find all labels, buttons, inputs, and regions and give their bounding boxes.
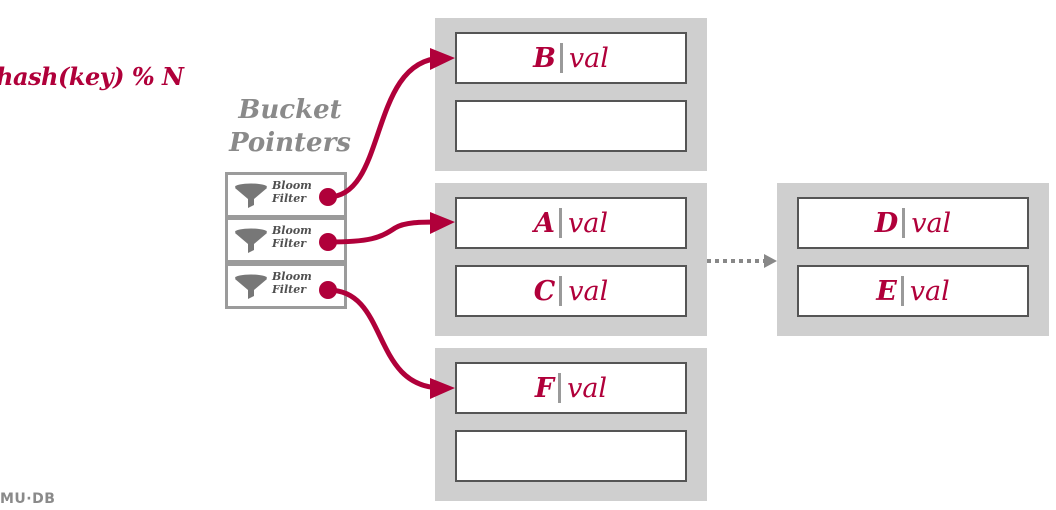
bucket-slot: E val — [797, 265, 1029, 317]
funnel-icon — [235, 274, 267, 299]
slot-value: val — [568, 42, 609, 74]
bloom-filter-label: Bloom Filter — [272, 224, 312, 250]
bucket-1: B val — [435, 18, 707, 171]
bucket-slot: D val — [797, 197, 1029, 249]
slot-separator — [558, 373, 562, 403]
bucket-slot: F val — [455, 362, 687, 414]
slot-key: E — [876, 275, 897, 307]
slot-separator — [558, 208, 562, 238]
bucket-2: A val C val — [435, 183, 707, 336]
bloom-filter-label: Bloom Filter — [272, 270, 312, 296]
slot-separator — [900, 276, 904, 306]
slot-value: val — [568, 275, 609, 307]
bucket-3: F val — [435, 348, 707, 501]
slot-key: F — [534, 372, 555, 404]
pointer-row-1: Bloom Filter — [228, 175, 344, 215]
arrow-to-bucket-1 — [319, 48, 455, 206]
slot-separator — [559, 276, 563, 306]
bucket-pointers-title-line1: Bucket — [238, 95, 342, 125]
slot-separator — [559, 43, 563, 73]
bucket-slot: A val — [455, 197, 687, 249]
funnel-icon — [235, 183, 267, 208]
slot-value: val — [567, 207, 608, 239]
arrow-to-bucket-2 — [319, 212, 455, 251]
bucket-slot: C val — [455, 265, 687, 317]
hash-function-label: hash(key) % N — [0, 62, 184, 91]
bucket-pointers-title: Bucket Pointers — [210, 94, 370, 160]
arrow-to-bucket-3 — [319, 281, 455, 399]
overflow-bucket: D val E val — [777, 183, 1049, 336]
bucket-pointers-title-line2: Pointers — [229, 128, 351, 158]
bloom-filter-label: Bloom Filter — [272, 179, 312, 205]
slot-value: val — [909, 275, 950, 307]
slot-key: D — [874, 207, 899, 239]
slot-key: C — [533, 275, 556, 307]
slot-value: val — [911, 207, 952, 239]
bucket-slot-empty — [455, 100, 687, 152]
slot-value: val — [567, 372, 608, 404]
overflow-link-arrow — [707, 254, 777, 268]
footer-logo: MU·DB — [0, 491, 56, 507]
slot-key: A — [534, 207, 555, 239]
slot-key: B — [533, 42, 556, 74]
funnel-icon — [235, 228, 267, 253]
bucket-slot: B val — [455, 32, 687, 84]
slot-separator — [902, 208, 906, 238]
bucket-slot-empty — [455, 430, 687, 482]
